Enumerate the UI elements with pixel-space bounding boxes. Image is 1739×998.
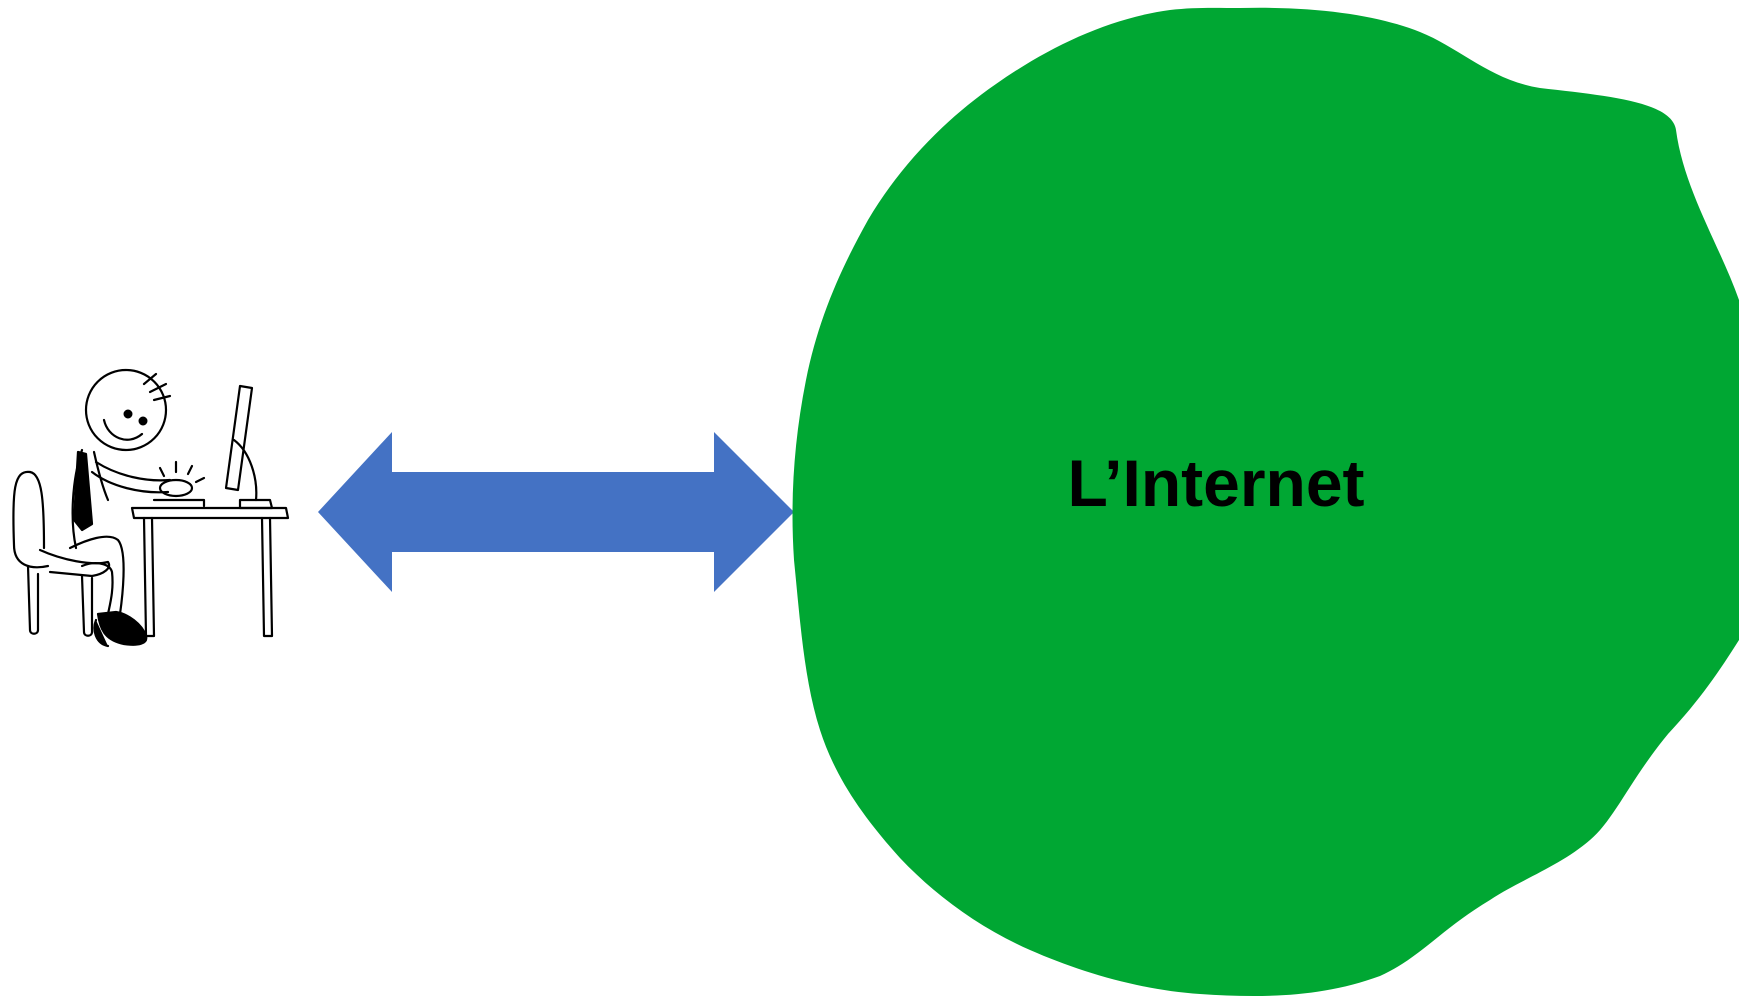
internet-blob	[792, 7, 1739, 997]
internet-label: L’Internet	[1067, 446, 1364, 520]
bidirectional-arrow	[318, 432, 794, 592]
person-at-computer-icon	[12, 368, 290, 648]
